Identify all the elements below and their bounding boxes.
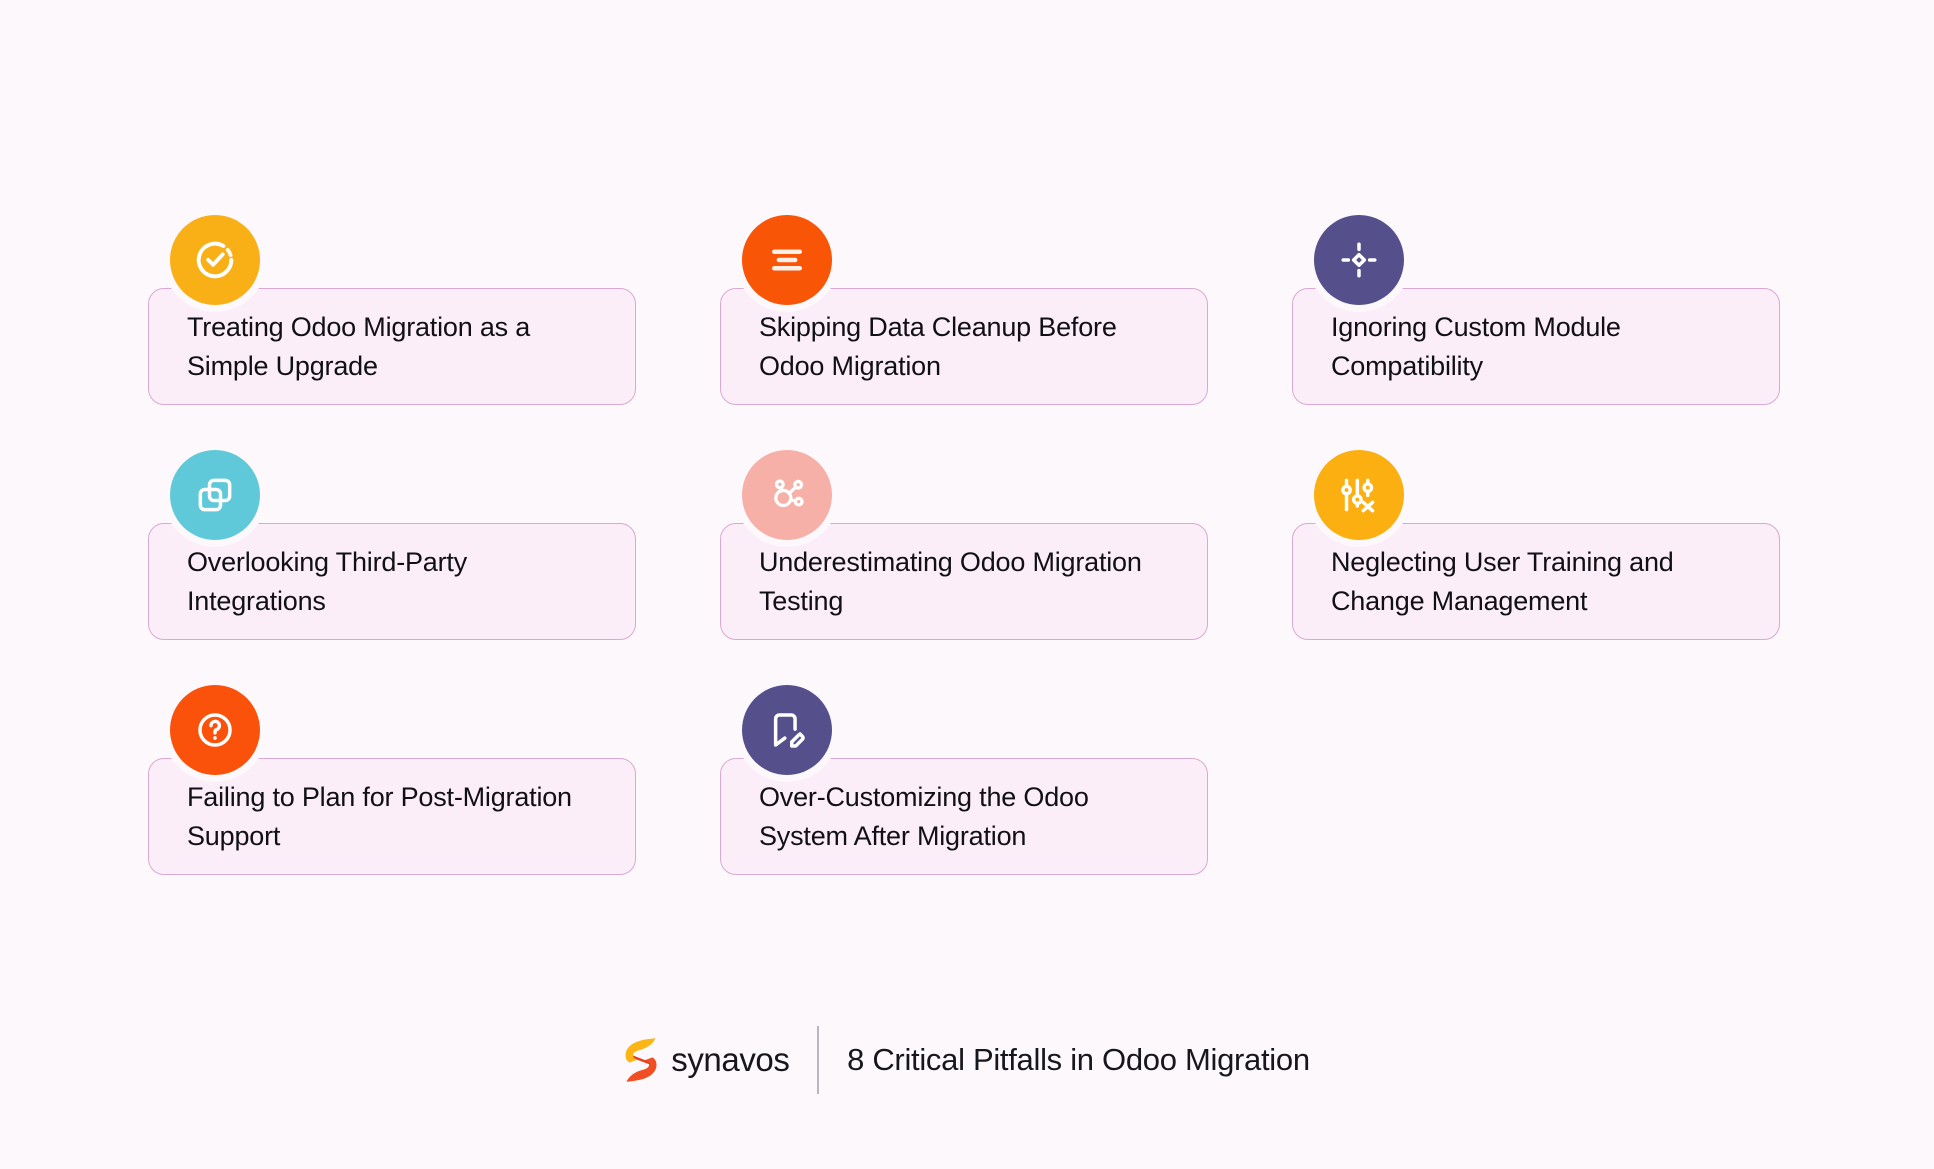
pitfall-cell-6: Neglecting User Training and Change Mana… xyxy=(1292,450,1780,660)
pitfall-card-6[interactable]: Neglecting User Training and Change Mana… xyxy=(1292,523,1780,640)
bookmark-edit-icon xyxy=(742,685,832,775)
pitfall-card-label: Overlooking Third-Party Integrations xyxy=(187,547,468,616)
pitfall-cell-3: Ignoring Custom Module Compatibility xyxy=(1292,215,1780,425)
brand-name: synavos xyxy=(671,1041,790,1078)
pitfall-cell-4: Overlooking Third-Party Integrations xyxy=(148,450,636,660)
footer: synavos 8 Critical Pitfalls in Odoo Migr… xyxy=(0,1026,1934,1094)
pitfall-cell-5: Underestimating Odoo Migration Testing xyxy=(720,450,1208,660)
pitfall-card-label: Skipping Data Cleanup Before Odoo Migrat… xyxy=(759,312,1117,381)
pitfall-card-label: Over-Customizing the Odoo System After M… xyxy=(759,782,1089,851)
pitfall-cell-8: Over-Customizing the Odoo System After M… xyxy=(720,685,1208,895)
pitfall-cell-2: Skipping Data Cleanup Before Odoo Migrat… xyxy=(720,215,1208,425)
pitfall-card-grid: Treating Odoo Migration as a Simple Upgr… xyxy=(148,215,1788,895)
pitfall-card-label: Neglecting User Training and Change Mana… xyxy=(1331,547,1674,616)
pitfall-cell-7: Failing to Plan for Post-Migration Suppo… xyxy=(148,685,636,895)
footer-title: 8 Critical Pitfalls in Odoo Migration xyxy=(847,1042,1310,1077)
align-center-lines-icon xyxy=(742,215,832,305)
pitfall-card-label: Ignoring Custom Module Compatibility xyxy=(1331,312,1621,381)
pitfall-card-label: Underestimating Odoo Migration Testing xyxy=(759,547,1142,616)
pitfall-card-7[interactable]: Failing to Plan for Post-Migration Suppo… xyxy=(148,758,636,875)
pitfall-cell-1: Treating Odoo Migration as a Simple Upgr… xyxy=(148,215,636,425)
crosshair-diamond-icon xyxy=(1314,215,1404,305)
pitfall-card-5[interactable]: Underestimating Odoo Migration Testing xyxy=(720,523,1208,640)
pitfall-card-4[interactable]: Overlooking Third-Party Integrations xyxy=(148,523,636,640)
pitfall-card-label: Failing to Plan for Post-Migration Suppo… xyxy=(187,782,572,851)
pitfall-card-label: Treating Odoo Migration as a Simple Upgr… xyxy=(187,312,531,381)
help-question-circle-icon xyxy=(170,685,260,775)
pitfall-card-3[interactable]: Ignoring Custom Module Compatibility xyxy=(1292,288,1780,405)
network-share-icon xyxy=(742,450,832,540)
target-check-icon xyxy=(170,215,260,305)
synavos-s-logo-icon xyxy=(624,1037,658,1083)
sliders-off-icon xyxy=(1314,450,1404,540)
pitfall-card-2[interactable]: Skipping Data Cleanup Before Odoo Migrat… xyxy=(720,288,1208,405)
footer-divider xyxy=(817,1026,820,1094)
pitfall-card-8[interactable]: Over-Customizing the Odoo System After M… xyxy=(720,758,1208,875)
pitfall-card-1[interactable]: Treating Odoo Migration as a Simple Upgr… xyxy=(148,288,636,405)
brand-lockup: synavos xyxy=(624,1037,817,1083)
copy-layers-icon xyxy=(170,450,260,540)
